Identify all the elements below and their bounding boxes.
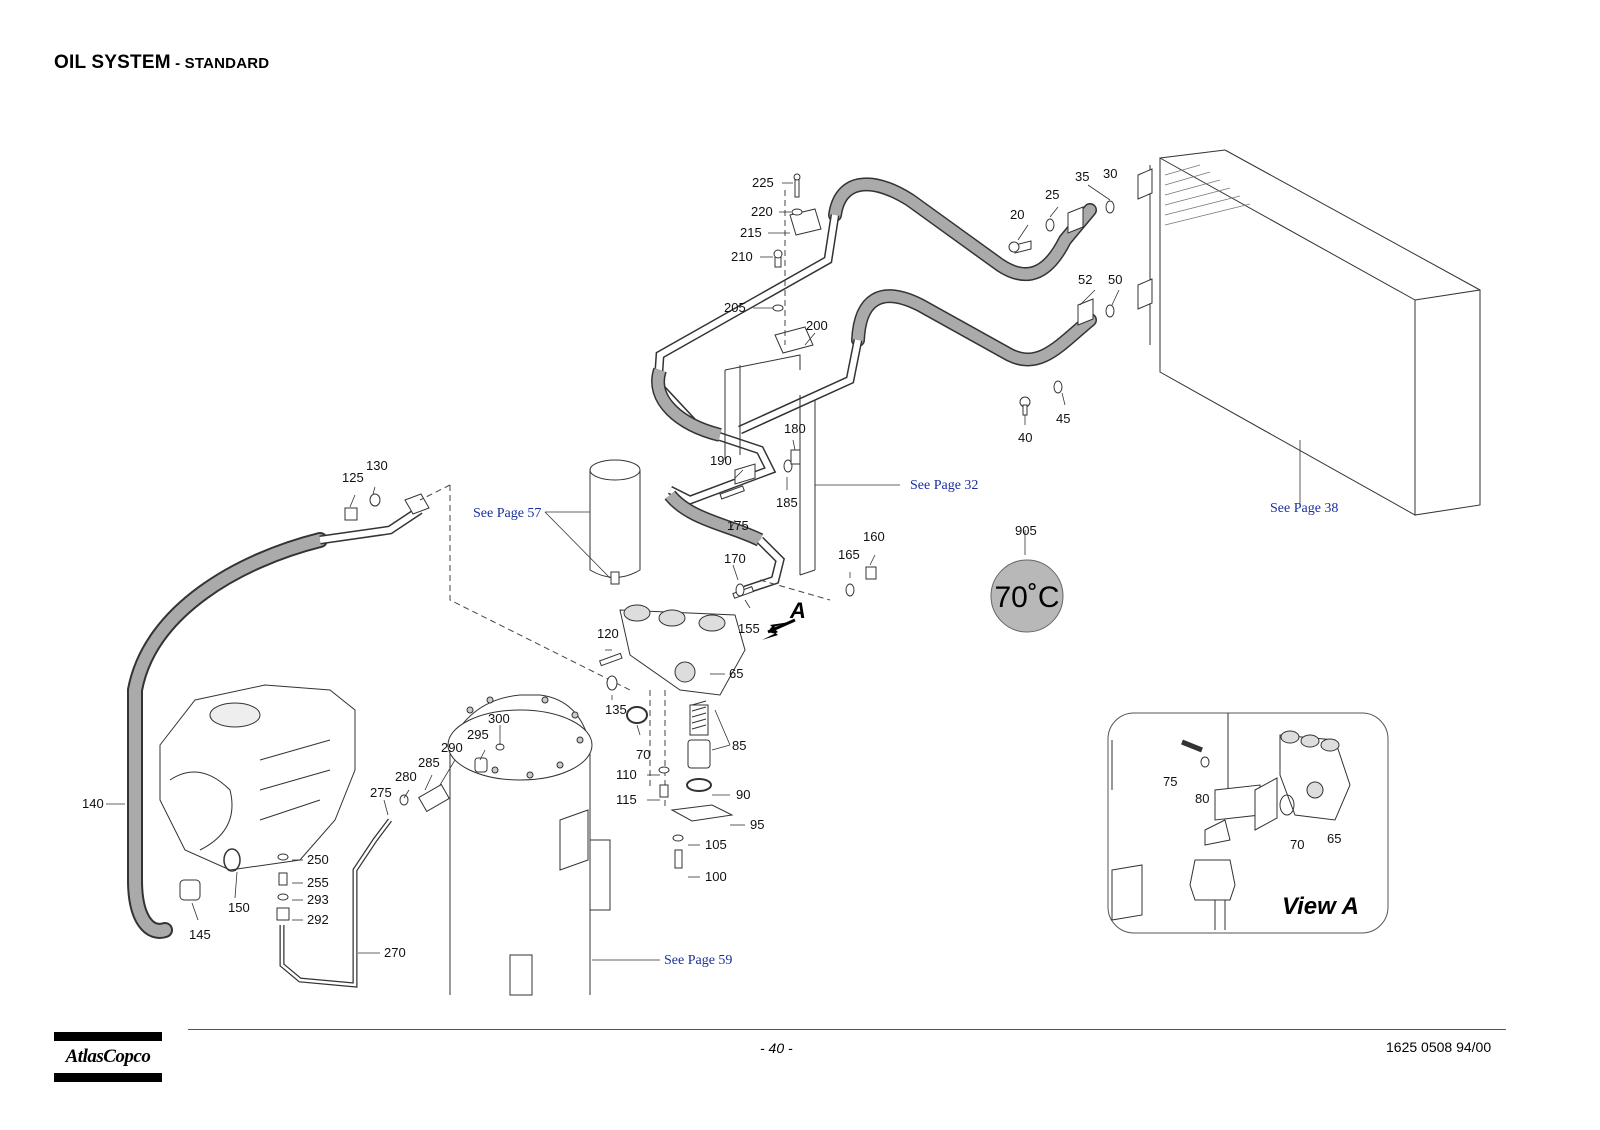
see-page-57-link[interactable]: See Page 57 <box>473 506 541 521</box>
callout-200: 200 <box>806 318 828 333</box>
callout-250: 250 <box>307 852 329 867</box>
callout-205: 205 <box>724 300 746 315</box>
valve-parts <box>670 700 734 869</box>
callout-165: 165 <box>838 547 860 562</box>
valve-housing <box>619 604 746 696</box>
logo-text: AtlasCopco <box>65 1046 151 1067</box>
title-subtitle: - STANDARD <box>170 55 270 72</box>
oil-cooler <box>1137 149 1481 516</box>
view-a-callout-65: 65 <box>1327 831 1341 846</box>
callout-130: 130 <box>366 458 388 473</box>
callout-90: 90 <box>736 787 750 802</box>
callout-100: 100 <box>705 869 727 884</box>
callout-185: 185 <box>776 495 798 510</box>
callout-35: 35 <box>1075 169 1089 184</box>
view-a-callout-75: 75 <box>1163 774 1177 789</box>
view-a-inset <box>1107 712 1389 934</box>
callout-125: 125 <box>342 470 364 485</box>
view-a-marker: A <box>789 598 806 623</box>
callout-150: 150 <box>228 900 250 915</box>
callout-295: 295 <box>467 727 489 742</box>
callout-300: 300 <box>488 711 510 726</box>
page-title: OIL SYSTEM - STANDARD <box>54 52 269 74</box>
callout-190: 190 <box>710 453 732 468</box>
callout-65: 65 <box>729 666 743 681</box>
callout-293: 293 <box>307 892 329 907</box>
callout-52: 52 <box>1078 272 1092 287</box>
page-number: - 40 - <box>760 1040 793 1056</box>
callout-280: 280 <box>395 769 417 784</box>
callout-95: 95 <box>750 817 764 832</box>
callout-140: 140 <box>82 796 104 811</box>
callout-155: 155 <box>738 621 760 636</box>
document-number: 1625 0508 94/00 <box>1386 1039 1492 1055</box>
title-main: OIL SYSTEM <box>54 52 171 73</box>
callout-175: 175 <box>727 518 749 533</box>
callout-45: 45 <box>1056 411 1070 426</box>
callout-50: 50 <box>1108 272 1122 287</box>
fasteners <box>179 173 1115 921</box>
view-a-arrow: A <box>762 598 806 640</box>
callout-292: 292 <box>307 912 329 927</box>
atlas-copco-logo: AtlasCopco <box>54 1032 162 1084</box>
callout-70: 70 <box>636 747 650 762</box>
page-references[interactable]: See Page 57 See Page 32 See Page 38 See … <box>473 478 1338 968</box>
callout-215: 215 <box>740 225 762 240</box>
long-hose-140 <box>127 532 328 939</box>
see-page-32-link[interactable]: See Page 32 <box>910 478 978 493</box>
callout-180: 180 <box>784 421 806 436</box>
thermostat-element: 70˚C <box>990 559 1064 633</box>
view-a-callout-70: 70 <box>1290 837 1304 852</box>
upper-hose-1 <box>828 177 1097 282</box>
callout-225: 225 <box>752 175 774 190</box>
logo-bar-top <box>54 1032 162 1041</box>
callout-110: 110 <box>616 767 637 782</box>
oil-filter <box>589 459 641 585</box>
callout-145: 145 <box>189 927 211 942</box>
callout-25: 25 <box>1045 187 1059 202</box>
callout-40: 40 <box>1018 430 1032 445</box>
callout-290: 290 <box>441 740 463 755</box>
callout-160: 160 <box>863 529 885 544</box>
callout-115: 115 <box>616 792 637 807</box>
thermostat-label: 70˚C <box>994 581 1059 614</box>
callout-labels: 225 220 215 210 205 200 35 30 25 20 52 5… <box>82 166 1341 960</box>
callout-105: 105 <box>705 837 727 852</box>
lower-hose-short <box>651 367 764 547</box>
leader-lines <box>106 182 1301 961</box>
footer-divider <box>188 1029 1506 1030</box>
callout-220: 220 <box>751 204 773 219</box>
logo-bar-bottom <box>54 1073 162 1082</box>
callout-85: 85 <box>732 738 746 753</box>
see-page-59-link[interactable]: See Page 59 <box>664 953 732 968</box>
upper-hose-2 <box>851 289 1097 367</box>
callout-170: 170 <box>724 551 746 566</box>
callout-905: 905 <box>1015 523 1037 538</box>
see-page-38-link[interactable]: See Page 38 <box>1270 501 1338 516</box>
callout-120: 120 <box>597 626 619 641</box>
callout-275: 275 <box>370 785 392 800</box>
callout-285: 285 <box>418 755 440 770</box>
callout-270: 270 <box>384 945 406 960</box>
callout-20: 20 <box>1010 207 1024 222</box>
callout-255: 255 <box>307 875 329 890</box>
callout-210: 210 <box>731 249 753 264</box>
view-a-callout-80: 80 <box>1195 791 1209 806</box>
callout-135: 135 <box>605 702 627 717</box>
view-a-title: View A <box>1282 893 1359 920</box>
callout-30: 30 <box>1103 166 1117 181</box>
compressor-element <box>159 684 356 871</box>
